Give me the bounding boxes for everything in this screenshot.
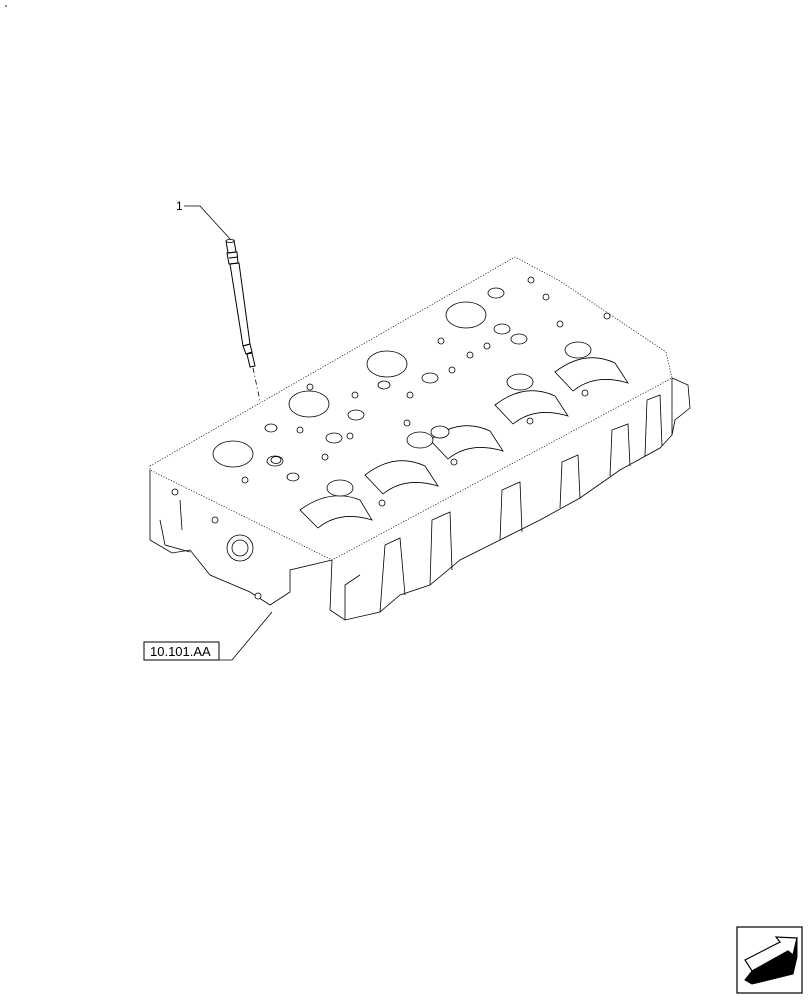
- reference-leader: [219, 611, 273, 661]
- cylinder-head-side-face: [329, 378, 673, 621]
- reference-label: 10.101.AA: [150, 644, 211, 659]
- cylinder-head-top-edge: [149, 256, 673, 561]
- callout-item-1-leader: [184, 205, 232, 241]
- glow-plug-part[interactable]: [225, 238, 256, 368]
- reference-callout[interactable]: 10.101.AA: [143, 611, 273, 661]
- reference-box: [143, 641, 220, 661]
- next-page-arrow-icon[interactable]: [736, 926, 803, 994]
- glow-plug-bore: [270, 456, 282, 464]
- callout-item-1-label: 1: [176, 199, 183, 213]
- corner-mark: [5, 5, 7, 7]
- callout-item-1[interactable]: 1: [176, 199, 232, 241]
- cylinder-head-end-face: [149, 470, 333, 606]
- cylinder-head[interactable]: [149, 256, 691, 621]
